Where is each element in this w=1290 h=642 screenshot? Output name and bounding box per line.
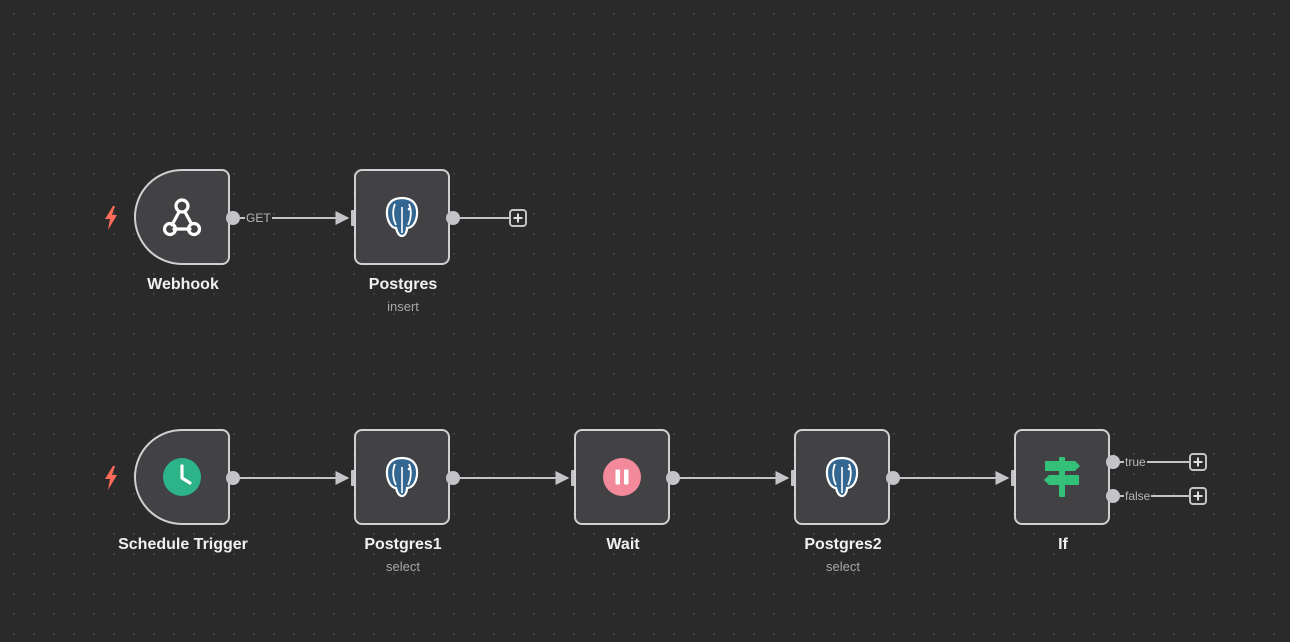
postgres2-node-operation: select bbox=[826, 559, 860, 574]
webhook-method-label: GET bbox=[245, 211, 272, 225]
webhook-node[interactable] bbox=[134, 169, 230, 265]
schedule-trigger-node[interactable] bbox=[134, 429, 230, 525]
postgres-add-node-button[interactable] bbox=[509, 209, 527, 227]
trigger-bolt-icon bbox=[105, 466, 117, 490]
if-node-label: If bbox=[1058, 536, 1068, 553]
postgres2-node-label: Postgres2 bbox=[804, 536, 882, 553]
if-node[interactable] bbox=[1014, 429, 1110, 525]
postgres-node-operation: insert bbox=[387, 299, 419, 314]
if-false-output-handle[interactable] bbox=[1106, 489, 1120, 503]
wait-output-handle[interactable] bbox=[666, 471, 680, 485]
if-false-add-node-button[interactable] bbox=[1189, 487, 1207, 505]
plus-icon bbox=[1193, 457, 1203, 467]
webhook-icon bbox=[162, 198, 202, 237]
if-true-add-node-button[interactable] bbox=[1189, 453, 1207, 471]
schedule-trigger-node-label: Schedule Trigger bbox=[118, 536, 248, 553]
postgres1-node-label: Postgres1 bbox=[364, 536, 442, 553]
wait-node-label: Wait bbox=[606, 536, 640, 553]
postgres-node-label: Postgres bbox=[368, 276, 438, 293]
schedule-trigger-output-handle[interactable] bbox=[226, 471, 240, 485]
if-true-output-handle[interactable] bbox=[1106, 455, 1120, 469]
clock-icon bbox=[163, 458, 201, 496]
postgres-elephant-icon bbox=[825, 456, 859, 498]
postgres1-node[interactable] bbox=[354, 429, 450, 525]
trigger-bolt-icon bbox=[105, 206, 117, 230]
postgres1-node-operation: select bbox=[386, 559, 420, 574]
postgres-node[interactable] bbox=[354, 169, 450, 265]
wait-node[interactable] bbox=[574, 429, 670, 525]
postgres1-output-handle[interactable] bbox=[446, 471, 460, 485]
postgres-elephant-icon bbox=[385, 456, 419, 498]
webhook-output-handle[interactable] bbox=[226, 211, 240, 225]
signpost-icon bbox=[1044, 457, 1080, 497]
pause-icon bbox=[603, 458, 641, 496]
postgres-elephant-icon bbox=[385, 196, 419, 238]
plus-icon bbox=[513, 213, 523, 223]
plus-icon bbox=[1193, 491, 1203, 501]
if-false-label: false bbox=[1124, 489, 1152, 503]
postgres-output-handle[interactable] bbox=[446, 211, 460, 225]
postgres2-output-handle[interactable] bbox=[886, 471, 900, 485]
if-true-label: true bbox=[1124, 455, 1147, 469]
webhook-node-label: Webhook bbox=[147, 276, 219, 293]
postgres2-node[interactable] bbox=[794, 429, 890, 525]
